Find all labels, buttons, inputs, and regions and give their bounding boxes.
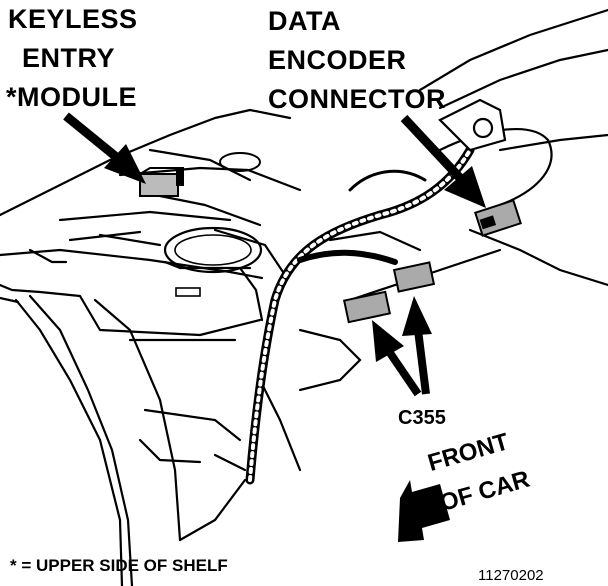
- wiring-harness: [245, 128, 553, 485]
- keyless-entry-label-line3: *MODULE: [6, 82, 137, 112]
- c355-arrow-right: [402, 296, 432, 395]
- figure-number: 11270202: [478, 567, 544, 584]
- body-side-panel: [258, 8, 608, 472]
- front-of-car-arrow: [398, 480, 450, 542]
- c355-connector: [342, 261, 436, 324]
- c355-label: C355: [398, 407, 446, 429]
- shelf-hole: [219, 152, 261, 172]
- data-encoder-connector: [474, 199, 522, 237]
- connector-bracket: [438, 98, 507, 152]
- rear-shelf-outline: [0, 108, 302, 337]
- keyless-entry-label-line2: ENTRY: [22, 43, 116, 73]
- keyless-entry-label-line1: KEYLESS: [8, 4, 138, 34]
- data-encoder-arrow: [400, 114, 486, 208]
- keyless-module-arrow: [63, 112, 146, 184]
- data-encoder-label-line2: ENCODER: [268, 45, 407, 75]
- footnote: * = UPPER SIDE OF SHELF: [10, 556, 228, 575]
- speaker-opening: [163, 226, 263, 274]
- data-encoder-label-line3: CONNECTOR: [268, 84, 447, 114]
- c355-arrow-left: [372, 320, 422, 397]
- data-encoder-label-line1: DATA: [268, 6, 341, 36]
- quarter-trim-panel: [0, 294, 247, 586]
- keyless-entry-module: [139, 167, 184, 197]
